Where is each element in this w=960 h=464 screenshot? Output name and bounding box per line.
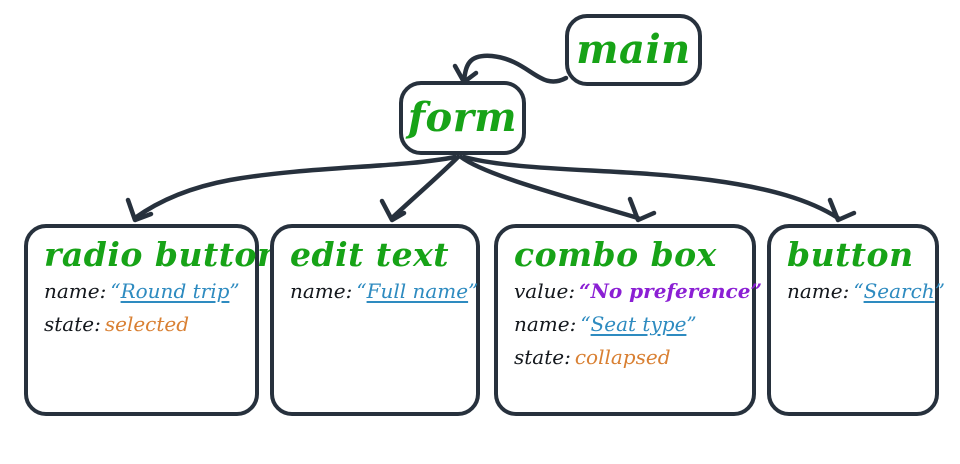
quote-open: “	[580, 312, 591, 336]
quote-open: “	[853, 279, 864, 303]
prop-value: selected	[104, 312, 190, 336]
edge-form-to-combo	[458, 154, 641, 221]
prop-row: state:selected	[44, 314, 239, 334]
arrowhead-radio	[125, 197, 154, 223]
prop-key: state:	[44, 312, 101, 336]
quote-open: “	[356, 279, 367, 303]
prop-value-text: Search	[863, 279, 935, 303]
prop-key: name:	[290, 279, 353, 303]
node-edit-text[interactable]: edit text name:“Full name”	[270, 224, 480, 416]
edge-form-to-radio	[132, 154, 458, 221]
prop-row: name:“Search”	[787, 279, 945, 303]
quote-open: “	[579, 279, 591, 303]
prop-row: name:“Seat type”	[514, 314, 736, 334]
quote-close: ”	[686, 312, 697, 336]
quote-close: ”	[468, 279, 479, 303]
prop-value-text: No preference	[590, 279, 751, 303]
arrowhead-edit	[379, 198, 407, 223]
node-combo-box-label: combo box	[514, 235, 717, 274]
arrowhead-combo	[627, 196, 657, 223]
prop-value: “No preference”	[579, 279, 762, 303]
prop-value: “Round trip”	[110, 279, 239, 303]
node-button-label: button	[787, 235, 914, 274]
prop-value: collapsed	[574, 345, 671, 369]
prop-key: value:	[514, 279, 576, 303]
edge-form-to-edit	[389, 154, 461, 221]
node-radio-button-label: radio button	[44, 235, 282, 274]
node-button[interactable]: button name:“Search”	[767, 224, 945, 416]
prop-row: state:collapsed	[514, 347, 736, 367]
arrowhead-form	[452, 63, 479, 85]
quote-open: “	[110, 279, 121, 303]
node-main-label: main	[576, 26, 691, 73]
arrowhead-button	[827, 197, 857, 223]
prop-key: name:	[514, 312, 577, 336]
prop-value-text: Round trip	[120, 279, 230, 303]
node-form-label: form	[407, 94, 518, 141]
prop-value: “Full name”	[356, 279, 478, 303]
edge-main-to-form	[461, 53, 569, 84]
prop-value-text: Seat type	[590, 312, 687, 336]
prop-value: “Search”	[853, 279, 945, 303]
prop-row: name:“Round trip”	[44, 279, 240, 303]
node-combo-box[interactable]: combo box value:“No preference” name:“Se…	[494, 224, 762, 416]
prop-key: name:	[44, 279, 107, 303]
prop-key: state:	[514, 345, 571, 369]
prop-row: value:“No preference”	[514, 279, 762, 303]
prop-key: name:	[787, 279, 850, 303]
edge-form-to-button	[461, 154, 841, 221]
prop-value-text: Full name	[366, 279, 469, 303]
quote-close: ”	[934, 279, 945, 303]
quote-close: ”	[750, 279, 762, 303]
node-radio-button[interactable]: radio button name:“Round trip” state:sel…	[24, 224, 282, 416]
prop-row: name:“Full name”	[290, 279, 478, 303]
node-form[interactable]: form	[399, 81, 526, 155]
node-main[interactable]: main	[565, 14, 702, 86]
node-edit-text-label: edit text	[290, 235, 449, 274]
quote-close: ”	[229, 279, 240, 303]
prop-value: “Seat type”	[580, 312, 696, 336]
